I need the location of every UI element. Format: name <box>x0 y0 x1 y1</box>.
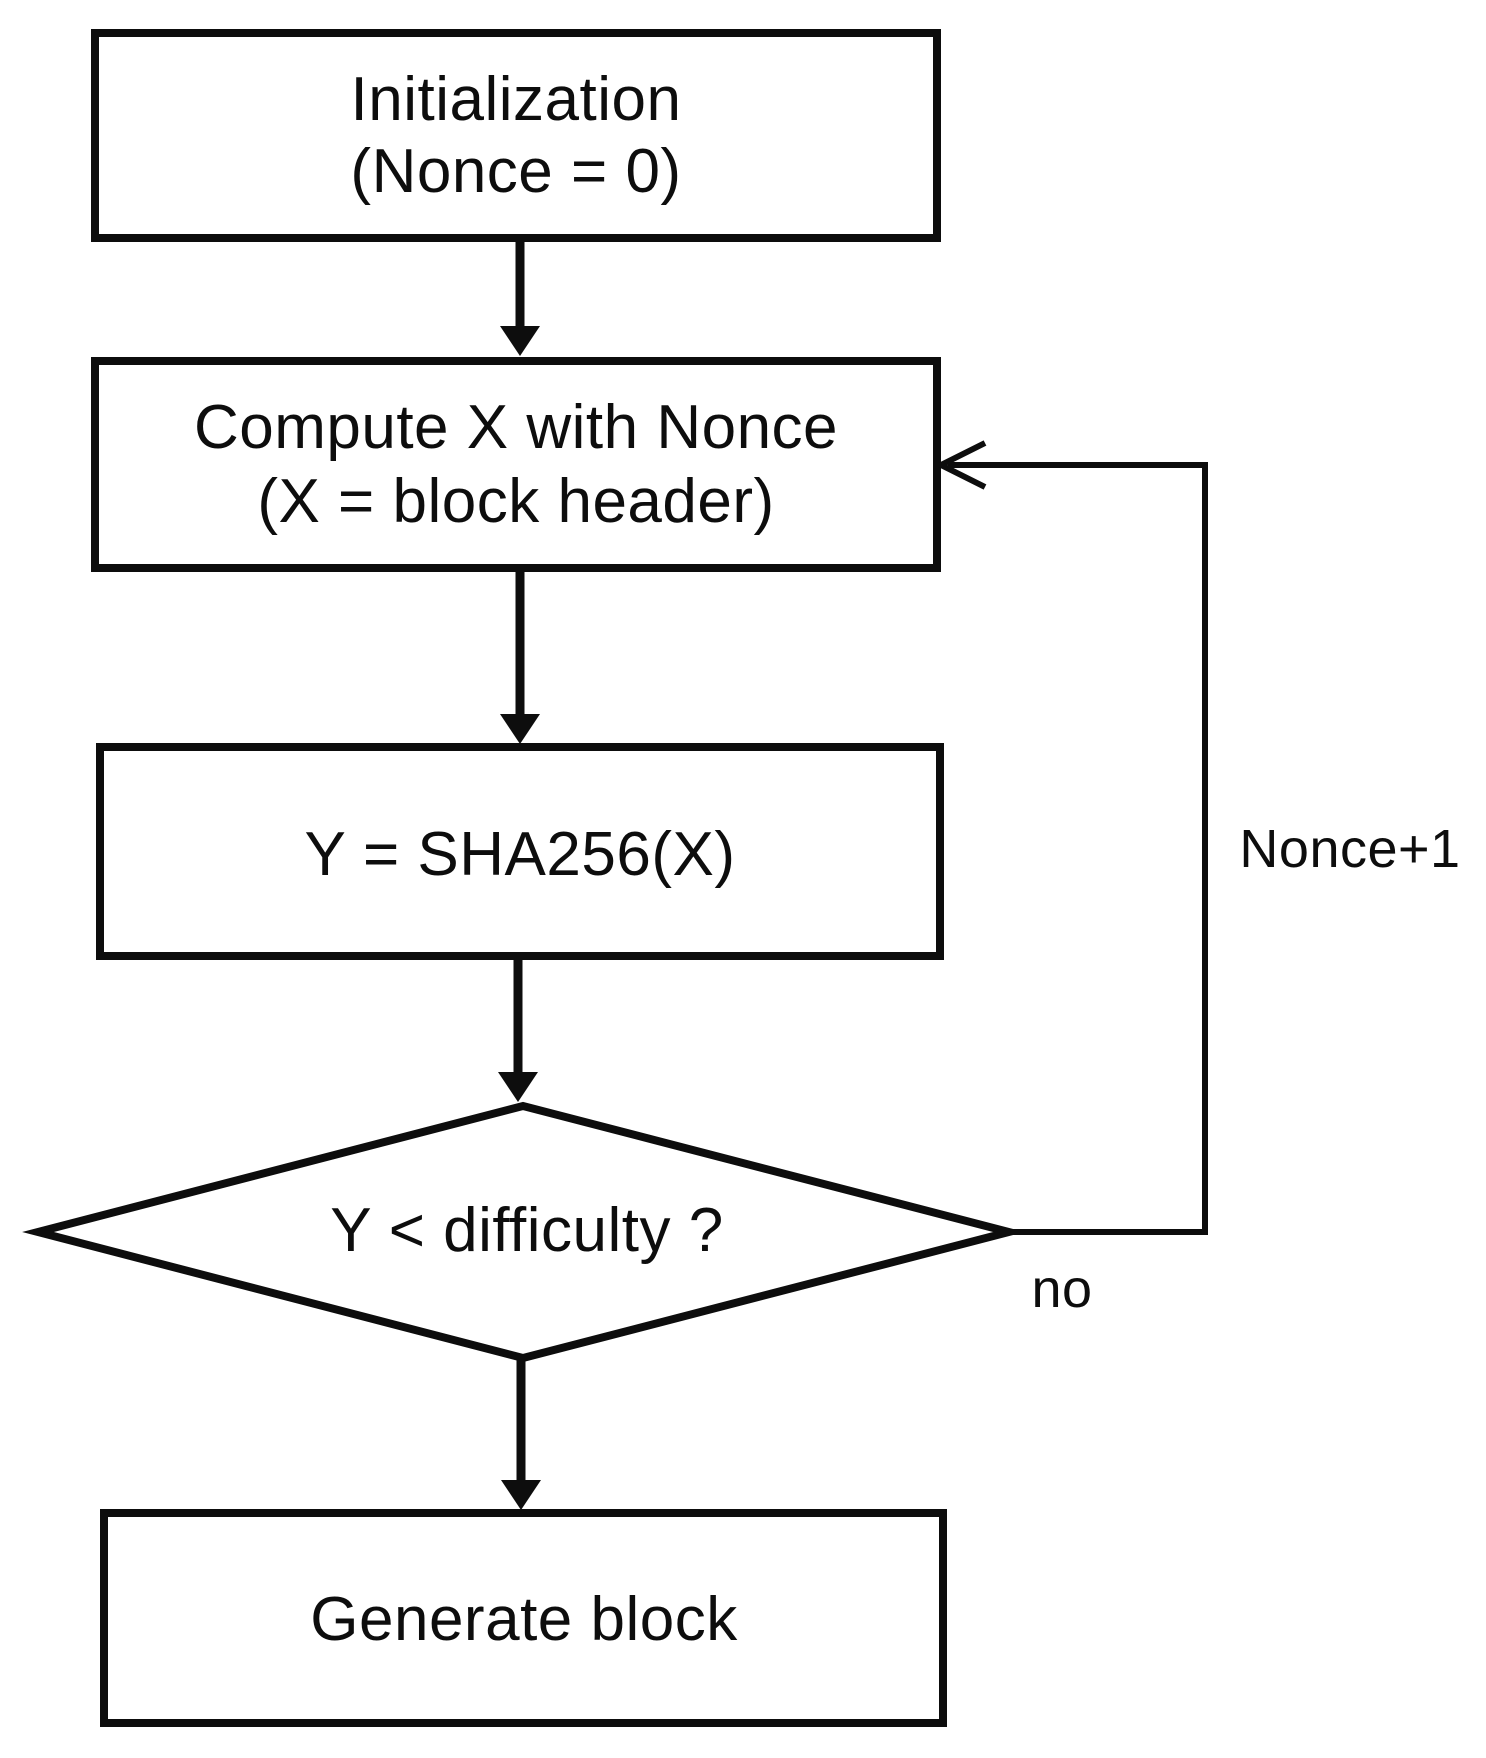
node-compute-x-box <box>91 357 941 572</box>
arrow-initialization-to-compute <box>500 239 540 356</box>
node-compute-x-label-line1: Compute X with Nonce <box>193 393 839 462</box>
node-compute-x-label-line2: (X = block header) <box>257 467 775 536</box>
edge-label-nonce-increment: Nonce+1 <box>1239 819 1461 879</box>
arrow-decision-to-generate <box>501 1358 541 1510</box>
edge-label-no: no <box>1031 1259 1093 1319</box>
node-initialization-label-line1: Initialization <box>350 65 682 134</box>
node-generate-block-box <box>100 1509 947 1727</box>
arrow-hash-to-decision <box>498 956 538 1102</box>
node-generate-block-label: Generate block <box>310 1585 738 1654</box>
node-initialization-box <box>91 29 941 242</box>
node-difficulty-check-label: Y < difficulty ? <box>330 1196 724 1265</box>
arrow-compute-to-hash <box>500 568 540 744</box>
node-hash-label: Y = SHA256(X) <box>304 820 736 889</box>
node-hash-box <box>96 743 944 960</box>
loop-no-feedback-path <box>939 440 1208 1235</box>
node-initialization-label-line2: (Nonce = 0) <box>350 137 682 206</box>
